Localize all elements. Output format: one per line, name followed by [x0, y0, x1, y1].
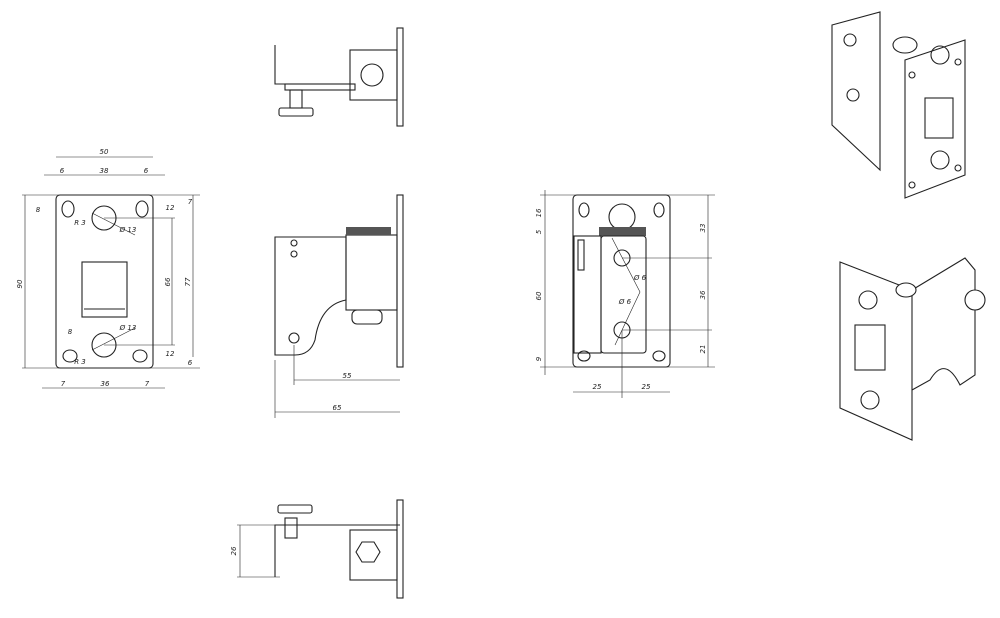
- dim-label: 6: [144, 167, 149, 175]
- dim-label: 38: [100, 167, 109, 175]
- bottom-view: 26: [230, 499, 404, 599]
- front-view: 50 6 38 6 8 R 3 Ø 13 90 66 77 7 12 12 6 …: [16, 148, 200, 389]
- top-view: [274, 27, 404, 127]
- dim-label: 21: [699, 345, 707, 354]
- dim-label: 55: [343, 372, 352, 380]
- dim-label: 25: [593, 383, 602, 391]
- dim-label: Ø 13: [119, 226, 137, 234]
- dim-label: R 3: [74, 358, 86, 366]
- dim-label: 6: [60, 167, 65, 175]
- dim-label: Ø 13: [119, 324, 137, 332]
- dim-label: 12: [166, 350, 175, 358]
- dim-label: 5: [535, 229, 543, 234]
- dim-label: 66: [164, 277, 172, 286]
- dim-label: 9: [535, 356, 543, 361]
- dim-label: 6: [188, 359, 193, 367]
- dim-label: 7: [145, 380, 150, 388]
- dim-label: 12: [166, 204, 175, 212]
- dim-label: Ø 6: [618, 298, 632, 306]
- side-view: 55 65: [274, 194, 404, 418]
- dim-label: 90: [16, 279, 24, 288]
- isometric-view-bottom: [839, 257, 986, 441]
- dim-label: 7: [188, 198, 193, 206]
- dim-label: 65: [333, 404, 342, 412]
- rear-view: 16 5 60 9 33 36 21 25 25 Ø 6 Ø 6: [535, 190, 715, 398]
- dim-label: 8: [36, 206, 41, 214]
- dim-label: 36: [699, 290, 707, 299]
- dim-label: 36: [101, 380, 110, 388]
- dim-label: 26: [230, 546, 238, 555]
- dim-label: 8: [68, 328, 73, 336]
- dim-label: R 3: [74, 219, 86, 227]
- dim-label: 16: [535, 208, 543, 217]
- isometric-view-top: [831, 11, 966, 199]
- dim-label: 60: [535, 291, 543, 300]
- dim-label: 77: [184, 277, 192, 286]
- dim-label: 25: [642, 383, 651, 391]
- dim-label: 33: [699, 224, 707, 233]
- dim-label: 7: [61, 380, 66, 388]
- dim-label: Ø 6: [633, 274, 647, 282]
- dim-label: 50: [100, 148, 109, 156]
